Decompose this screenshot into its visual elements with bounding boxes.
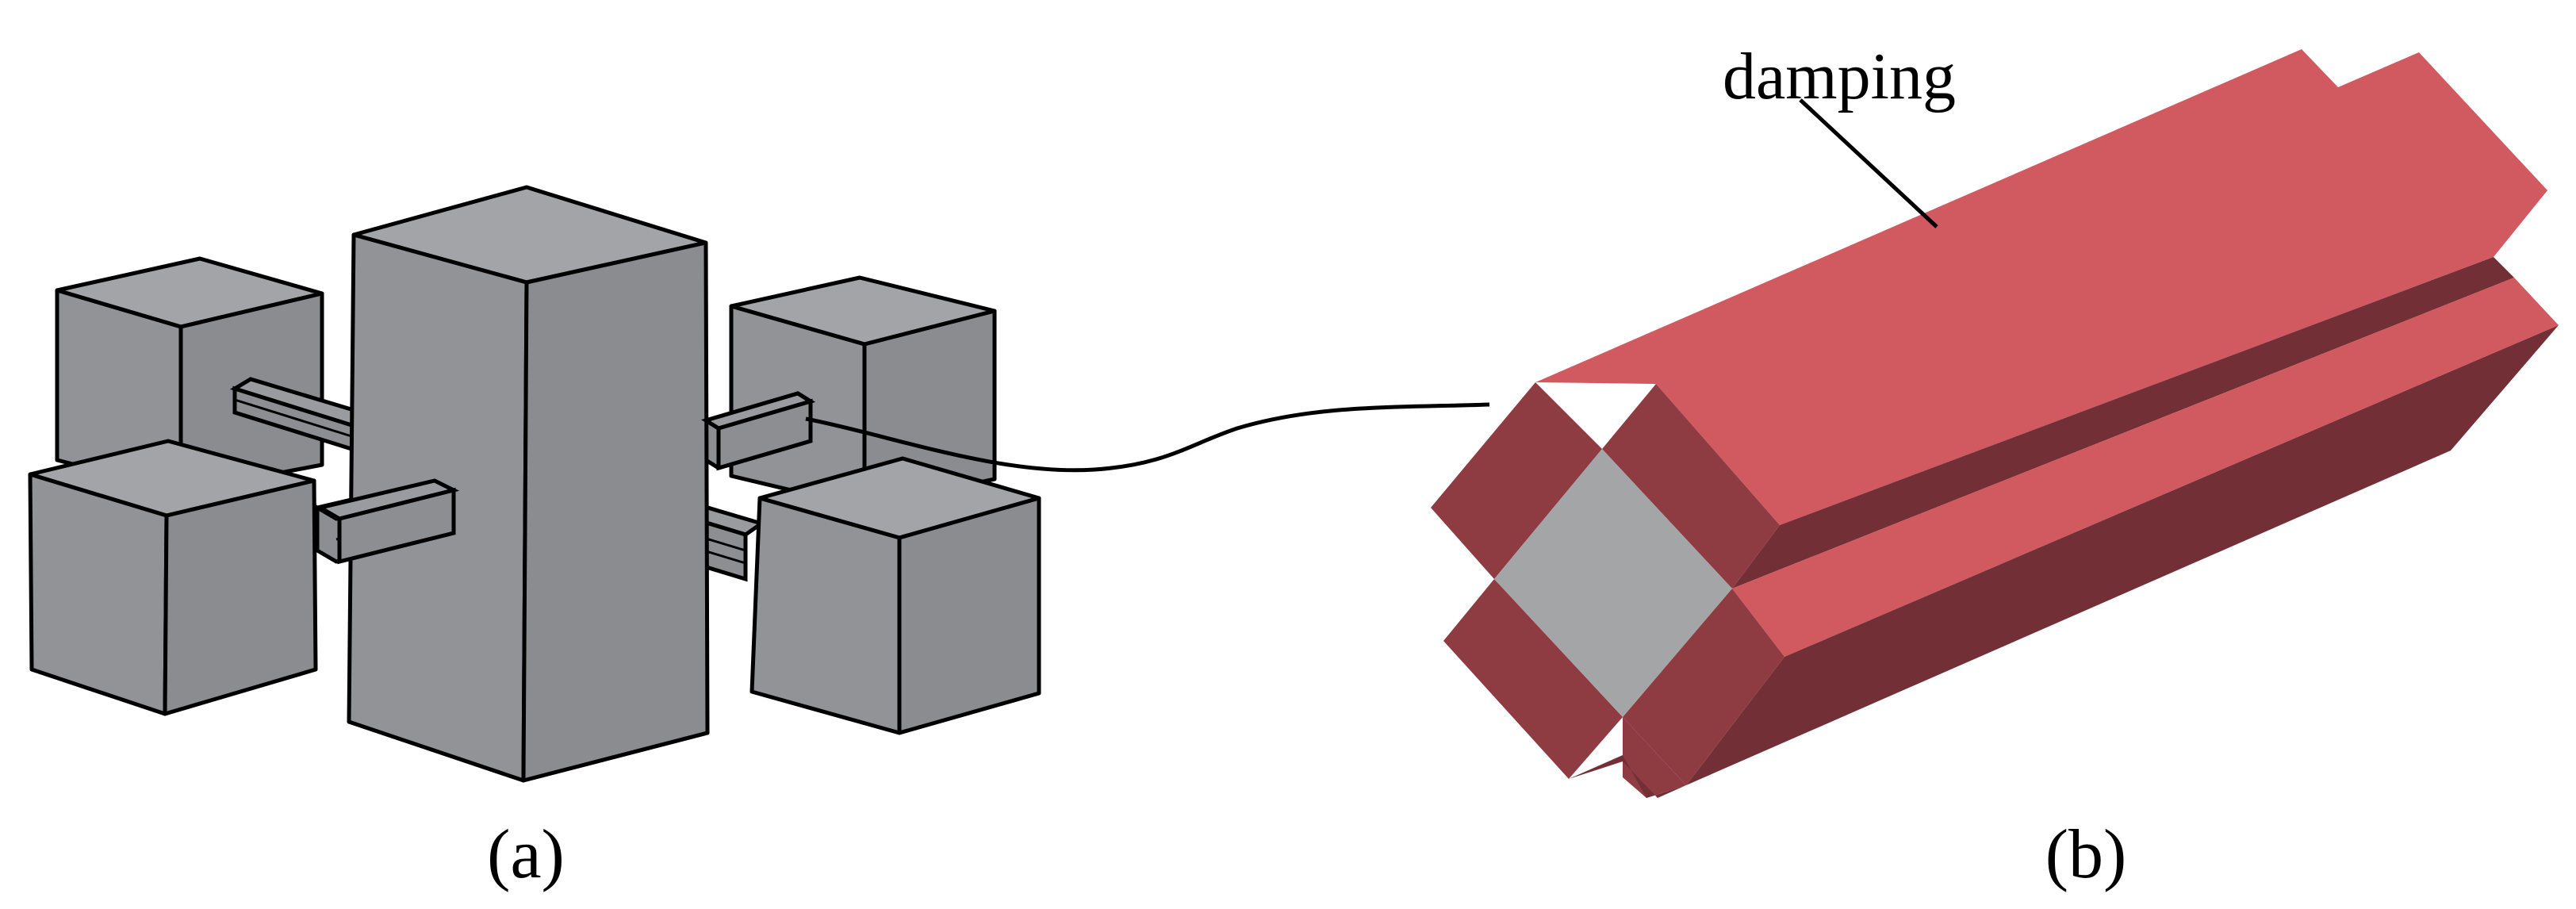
damping-pad-lower-side [1686,325,2559,785]
panel-a-label: (a) [487,816,565,893]
end-pad-bottom-left [1443,579,1623,779]
end-pad-bottom [1623,717,1686,798]
end-pad-left [1431,382,1602,579]
detail-leader-line [805,402,1490,473]
panel-b-damper [1431,49,2559,798]
end-pad-top [1535,382,1780,589]
block-front-right [749,456,1041,735]
damping-pad-upper-top [1535,49,2547,525]
damping-callout-pointer [1799,98,1938,228]
connector-tip-left [315,478,460,565]
block-front-left [28,439,318,716]
block-center-tower [347,185,710,783]
core-end-face [1494,449,1732,717]
panel-b-label: (b) [2045,816,2127,893]
end-pad-right [1623,589,1784,785]
damping-pad-lower-top [1732,278,2559,657]
panel-a-assembly [28,185,1041,783]
connector-tip-right [700,391,816,471]
damping-callout-label: damping [1723,40,1956,113]
damping-pad-upper-side [1732,257,2514,589]
